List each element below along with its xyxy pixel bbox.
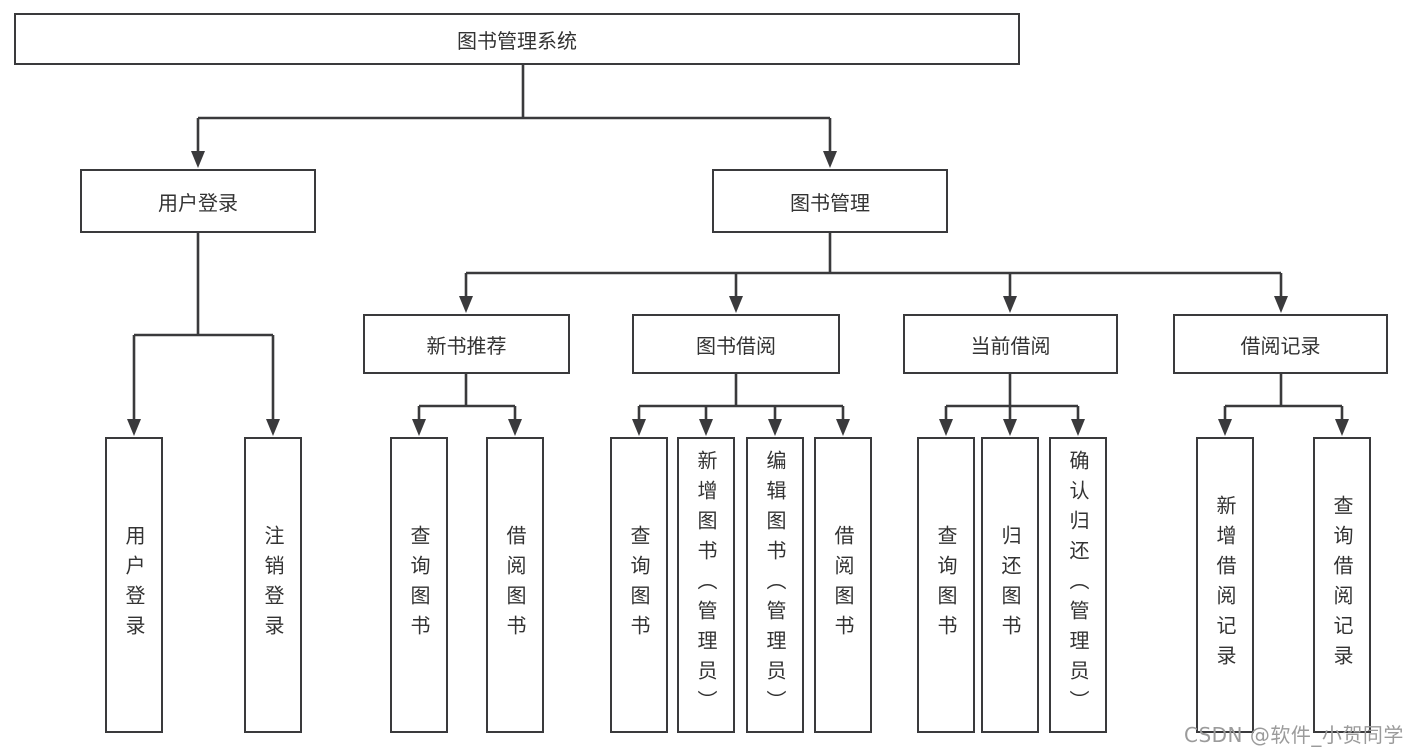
arrowhead-icon bbox=[823, 151, 837, 168]
leaf-return-books: 归还图书 bbox=[981, 437, 1039, 733]
arrowhead-icon bbox=[1335, 419, 1349, 436]
leaf-edit-books-admin: 编辑图书（管理员） bbox=[746, 437, 804, 733]
node-book-borrow: 图书借阅 bbox=[632, 314, 840, 374]
edge-group-book-management bbox=[459, 233, 1288, 313]
node-borrow-record: 借阅记录 bbox=[1173, 314, 1388, 374]
leaf-add-books-admin: 新增图书（管理员） bbox=[677, 437, 735, 733]
node-library-management-system: 图书管理系统 bbox=[14, 13, 1020, 65]
leaf-user-login: 用户登录 bbox=[105, 437, 163, 733]
arrowhead-icon bbox=[768, 419, 782, 436]
node-book-management: 图书管理 bbox=[712, 169, 948, 233]
edge-group-current-borrow bbox=[939, 374, 1085, 436]
edge-group-book-borrow bbox=[632, 374, 850, 436]
leaf-query-books-borrow: 查询图书 bbox=[610, 437, 668, 733]
leaf-query-books-recommend: 查询图书 bbox=[390, 437, 448, 733]
leaf-add-borrow-record: 新增借阅记录 bbox=[1196, 437, 1254, 733]
edge-group-borrow-record bbox=[1218, 374, 1349, 436]
leaf-borrow-books-recommend: 借阅图书 bbox=[486, 437, 544, 733]
leaf-logout: 注销登录 bbox=[244, 437, 302, 733]
arrowhead-icon bbox=[1218, 419, 1232, 436]
node-new-book-recommend: 新书推荐 bbox=[363, 314, 570, 374]
arrowhead-icon bbox=[1003, 419, 1017, 436]
arrowhead-icon bbox=[508, 419, 522, 436]
arrowhead-icon bbox=[939, 419, 953, 436]
arrowhead-icon bbox=[1274, 296, 1288, 313]
node-current-borrow: 当前借阅 bbox=[903, 314, 1118, 374]
arrowhead-icon bbox=[729, 296, 743, 313]
node-user-login: 用户登录 bbox=[80, 169, 316, 233]
arrowhead-icon bbox=[1071, 419, 1085, 436]
arrowhead-icon bbox=[632, 419, 646, 436]
arrowhead-icon bbox=[191, 151, 205, 168]
leaf-query-books-current: 查询图书 bbox=[917, 437, 975, 733]
leaf-borrow-books: 借阅图书 bbox=[814, 437, 872, 733]
leaf-query-borrow-record: 查询借阅记录 bbox=[1313, 437, 1371, 733]
edge-group-root bbox=[191, 65, 837, 168]
arrowhead-icon bbox=[459, 296, 473, 313]
arrowhead-icon bbox=[266, 419, 280, 436]
arrowhead-icon bbox=[412, 419, 426, 436]
leaf-confirm-return-admin: 确认归还（管理员） bbox=[1049, 437, 1107, 733]
arrowhead-icon bbox=[1003, 296, 1017, 313]
edge-group-user-login bbox=[127, 233, 280, 436]
edge-group-new-book-recommend bbox=[412, 374, 522, 436]
csdn-watermark: CSDN @软件_小贺同学 bbox=[1184, 723, 1404, 747]
arrowhead-icon bbox=[836, 419, 850, 436]
arrowhead-icon bbox=[127, 419, 141, 436]
arrowhead-icon bbox=[699, 419, 713, 436]
